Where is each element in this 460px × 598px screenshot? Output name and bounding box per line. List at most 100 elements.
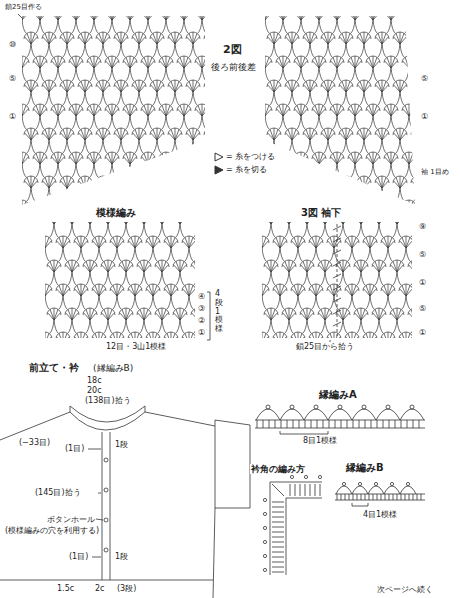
chain-loop — [135, 140, 139, 153]
chain-loop — [202, 20, 206, 33]
chain-loop — [54, 116, 58, 129]
shell-stitch — [29, 308, 43, 315]
treble-stitch — [85, 129, 89, 140]
treble-stitch — [180, 9, 184, 20]
treble-stitch — [175, 81, 179, 92]
treble-stitch — [391, 9, 395, 20]
treble-stitch — [148, 109, 155, 116]
treble-stitch — [346, 177, 350, 188]
treble-stitch — [414, 33, 418, 44]
treble-stitch — [400, 133, 407, 140]
chain-loop — [63, 92, 67, 105]
treble-stitch — [168, 85, 175, 92]
treble-stitch — [261, 57, 265, 68]
treble-stitch — [378, 129, 382, 140]
chain-loop — [108, 164, 112, 177]
treble-stitch — [216, 9, 220, 20]
chain-loop — [261, 116, 265, 129]
chain-loop — [414, 140, 418, 153]
treble-stitch — [4, 157, 11, 164]
treble-stitch — [249, 133, 256, 140]
treble-stitch — [76, 201, 80, 212]
chain-loop — [45, 296, 49, 309]
treble-stitch — [85, 177, 89, 188]
treble-stitch — [339, 85, 346, 92]
treble-stitch — [189, 337, 196, 344]
chain-loop — [270, 0, 274, 9]
treble-stitch — [40, 205, 47, 212]
treble-stitch — [213, 13, 220, 20]
treble-stitch — [159, 109, 166, 116]
treble-stitch — [328, 133, 335, 140]
chain-loop — [355, 164, 359, 177]
treble-stitch — [312, 109, 319, 116]
treble-stitch — [114, 181, 121, 188]
chain-loop — [45, 188, 49, 201]
chain-loop — [369, 116, 373, 129]
treble-stitch — [153, 289, 160, 296]
treble-stitch — [195, 109, 202, 116]
treble-stitch — [400, 33, 404, 44]
chain-loop — [153, 0, 157, 9]
treble-stitch — [411, 181, 418, 188]
treble-stitch — [240, 109, 247, 116]
chain-loop — [418, 140, 422, 153]
treble-stitch — [198, 260, 199, 272]
treble-stitch — [310, 85, 317, 92]
treble-stitch — [45, 129, 49, 140]
chain-loop — [81, 296, 85, 309]
chain-loop — [112, 116, 116, 129]
chain-loop — [346, 140, 350, 153]
treble-stitch — [396, 81, 400, 92]
treble-stitch — [247, 201, 251, 212]
treble-stitch — [4, 61, 11, 68]
treble-stitch — [391, 153, 395, 164]
treble-stitch — [90, 309, 94, 320]
treble-stitch — [405, 9, 409, 20]
treble-stitch — [144, 265, 151, 272]
treble-stitch — [114, 133, 121, 140]
treble-stitch — [328, 33, 332, 44]
chain-loop — [126, 116, 130, 129]
treble-stitch — [130, 157, 137, 164]
treble-stitch — [360, 33, 364, 44]
shell-stitch — [0, 152, 11, 159]
treble-stitch — [58, 157, 65, 164]
treble-stitch — [69, 109, 76, 116]
chain-loop — [382, 92, 386, 105]
shell-stitch — [348, 8, 362, 15]
treble-stitch — [360, 129, 364, 140]
chain-loop — [103, 44, 107, 57]
chain-loop — [85, 188, 89, 201]
chain-loop — [108, 116, 112, 129]
chain-loop — [396, 44, 400, 57]
chain-loop — [103, 0, 107, 9]
treble-stitch — [94, 61, 101, 68]
treble-stitch — [176, 309, 180, 320]
treble-stitch — [130, 61, 137, 68]
treble-stitch — [387, 57, 391, 68]
treble-stitch — [270, 33, 274, 44]
treble-stitch — [148, 200, 149, 212]
treble-stitch — [319, 9, 323, 20]
shell-stitch — [402, 8, 416, 15]
chain-loop — [139, 140, 143, 153]
treble-stitch — [189, 285, 193, 296]
chain-loop — [189, 296, 193, 309]
treble-stitch — [148, 157, 155, 164]
treble-stitch — [409, 9, 413, 20]
treble-stitch — [382, 37, 389, 44]
chain-loop — [148, 116, 152, 129]
treble-stitch — [409, 61, 416, 68]
treble-stitch — [393, 133, 400, 140]
treble-stitch — [411, 85, 418, 92]
treble-stitch — [63, 33, 67, 44]
chain-loop — [184, 116, 188, 129]
treble-stitch — [144, 309, 148, 320]
treble-stitch — [15, 205, 22, 212]
treble-stitch — [72, 309, 76, 320]
treble-stitch — [117, 177, 121, 188]
chain-loop — [36, 164, 40, 177]
treble-stitch — [108, 9, 112, 20]
chain-loop — [212, 272, 216, 285]
